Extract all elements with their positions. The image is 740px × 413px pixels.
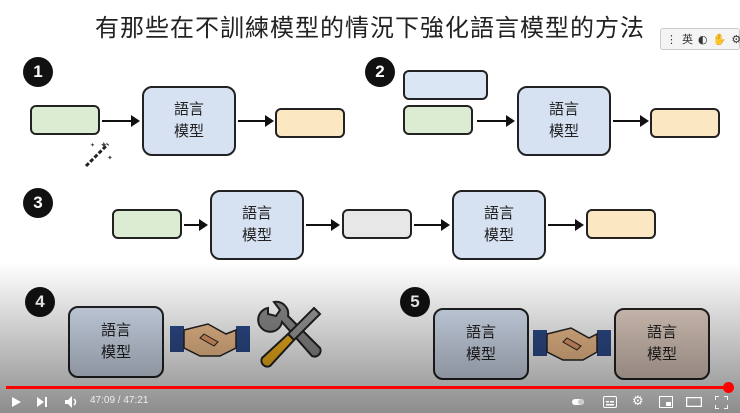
input-box [112,209,182,239]
ime-hand-icon[interactable]: ✋ [712,32,727,46]
lm-label-line1: 語言 [646,323,677,342]
method-number-2: 2 [365,57,395,87]
svg-text:✦: ✦ [100,141,108,151]
language-model-box: 語言 模型 [142,86,236,156]
output-box [275,108,345,138]
handshake-icon [170,323,250,357]
volume-icon[interactable] [64,395,80,409]
lm-label-line2: 模型 [483,226,514,244]
language-model-box: 語言 模型 [210,190,304,260]
arrow [548,219,584,231]
lm-label-line1: 語言 [548,100,579,119]
lm-label-line1: 語言 [483,204,514,223]
lm-label-line2: 模型 [646,345,677,363]
miniplayer-icon[interactable] [659,396,673,408]
handshake-icon [533,327,611,361]
context-box [403,70,488,100]
subtitles-icon[interactable] [603,396,617,408]
arrow [414,219,450,231]
language-model-box: 語言 模型 [68,306,164,378]
progress-played [6,386,732,389]
lm-label-line2: 模型 [241,226,272,244]
language-model-box-other: 語言 模型 [614,308,710,380]
player-controls: ⚙ [0,392,740,413]
autoplay-icon[interactable] [572,396,584,408]
lm-label-line2: 模型 [173,122,204,140]
svg-text:✦: ✦ [107,154,113,162]
intermediate-box [342,209,412,239]
slide-title: 有那些在不訓練模型的情況下強化語言模型的方法 [95,14,645,42]
ime-grip-icon[interactable]: ⋮ [666,32,677,46]
method-number-3: 3 [23,188,53,218]
input-box [30,105,100,135]
arrow [306,219,340,231]
input-box [403,105,473,135]
ime-settings-icon[interactable]: ⚙ [731,32,740,46]
tools-icon [257,300,322,368]
language-model-box: 語言 模型 [433,308,529,380]
output-box [650,108,720,138]
arrow [477,115,515,127]
ime-halfwidth-icon[interactable]: ◐ [698,32,708,46]
lm-label-line2: 模型 [465,345,496,363]
arrow [102,115,140,127]
lm-label-line1: 語言 [173,100,204,119]
lm-label-line1: 語言 [241,204,272,223]
progress-scrubber[interactable] [723,382,734,393]
lm-label-line1: 語言 [100,321,131,340]
fullscreen-icon[interactable] [715,396,728,409]
output-box [586,209,656,239]
language-model-box: 語言 模型 [517,86,611,156]
play-icon[interactable] [10,396,22,408]
language-model-box: 語言 模型 [452,190,546,260]
svg-text:✦: ✦ [90,142,95,149]
magic-wand-icon: ✦ ✦ ✦ [84,141,113,168]
arrow [238,115,274,127]
method-number-1: 1 [23,57,53,87]
progress-bar[interactable] [6,382,734,393]
lm-label-line2: 模型 [548,122,579,140]
next-icon[interactable] [36,396,48,408]
arrow [184,219,208,231]
ime-lang-toggle[interactable]: 英 [682,33,693,46]
method-number-5: 5 [400,287,430,317]
lm-label-line1: 語言 [465,323,496,342]
arrow [613,115,649,127]
ime-toolbar[interactable]: ⋮ 英 ◐ ✋ ⚙ [660,28,740,50]
time-display: 47:09 / 47:21 [90,395,149,406]
theater-mode-icon[interactable] [686,397,702,407]
settings-icon[interactable]: ⚙ [632,394,644,409]
method-number-4: 4 [25,287,55,317]
lm-label-line2: 模型 [100,343,131,361]
